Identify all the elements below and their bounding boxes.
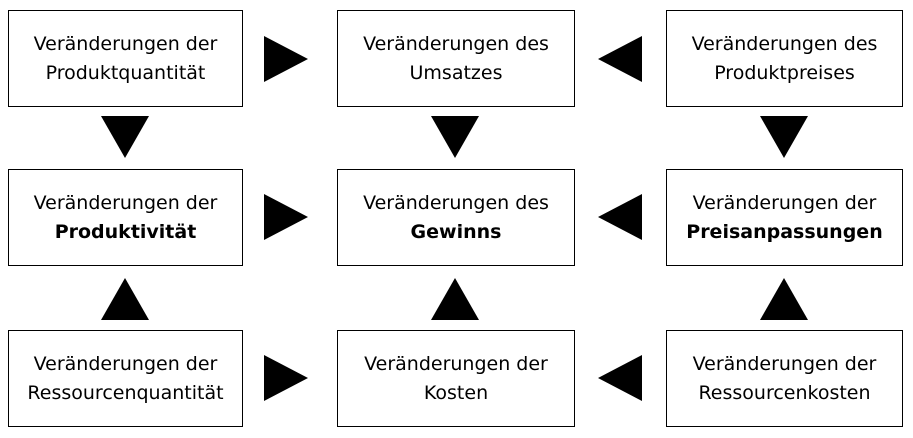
box-produktpreis: Veränderungen des Produktpreises	[666, 10, 903, 107]
box-preisanpassungen: Veränderungen der Preisanpassungen	[666, 169, 903, 266]
box-label-line2: Preisanpassungen	[686, 220, 883, 243]
box-label-line2: Produktpreises	[714, 61, 855, 84]
arrow-r0-right-to-center	[598, 36, 642, 82]
arrow-c1-bottom-to-middle	[431, 278, 479, 320]
box-ressourcenquantitaet: Veränderungen der Ressourcenquantität	[8, 330, 243, 427]
box-label-line2: Kosten	[423, 381, 489, 404]
box-produktivitaet: Veränderungen der Produktivität	[8, 169, 243, 266]
box-label-line1: Veränderungen der	[33, 192, 218, 214]
box-label-line2: Produktquantität	[45, 61, 206, 84]
box-label-line1: Veränderungen der	[692, 353, 877, 375]
box-label-line1: Veränderungen des	[691, 33, 878, 55]
arrow-r1-right-to-center	[598, 194, 642, 240]
box-label-line2: Umsatzes	[409, 61, 503, 84]
arrow-r0-left-to-center	[264, 36, 308, 82]
box-label-line2: Gewinns	[410, 220, 502, 243]
box-label-line1: Veränderungen des	[363, 192, 549, 214]
arrow-c0-bottom-to-middle	[101, 278, 149, 320]
box-umsatz: Veränderungen des Umsatzes	[337, 10, 575, 107]
arrow-c2-top-to-middle	[760, 116, 808, 158]
arrow-c0-top-to-middle	[101, 116, 149, 158]
box-label-line2: Produktivität	[54, 220, 197, 243]
box-label-line2: Ressourcenquantität	[27, 381, 224, 404]
box-produktquantitaet: Veränderungen der Produktquantität	[8, 10, 243, 107]
box-label-line1: Veränderungen des	[363, 33, 549, 55]
box-label-line1: Veränderungen der	[364, 353, 548, 375]
arrow-r1-left-to-center	[264, 194, 308, 240]
arrow-r2-right-to-center	[598, 355, 642, 401]
box-label-line1: Veränderungen der	[33, 353, 218, 375]
box-label-line1: Veränderungen der	[692, 192, 877, 214]
box-ressourcenkosten: Veränderungen der Ressourcenkosten	[666, 330, 903, 427]
box-gewinn: Veränderungen des Gewinns	[337, 169, 575, 266]
arrow-c2-bottom-to-middle	[760, 278, 808, 320]
arrow-c1-top-to-middle	[431, 116, 479, 158]
box-label-line2: Ressourcenkosten	[698, 381, 871, 404]
arrow-r2-left-to-center	[264, 355, 308, 401]
box-kosten: Veränderungen der Kosten	[337, 330, 575, 427]
box-label-line1: Veränderungen der	[33, 33, 218, 55]
